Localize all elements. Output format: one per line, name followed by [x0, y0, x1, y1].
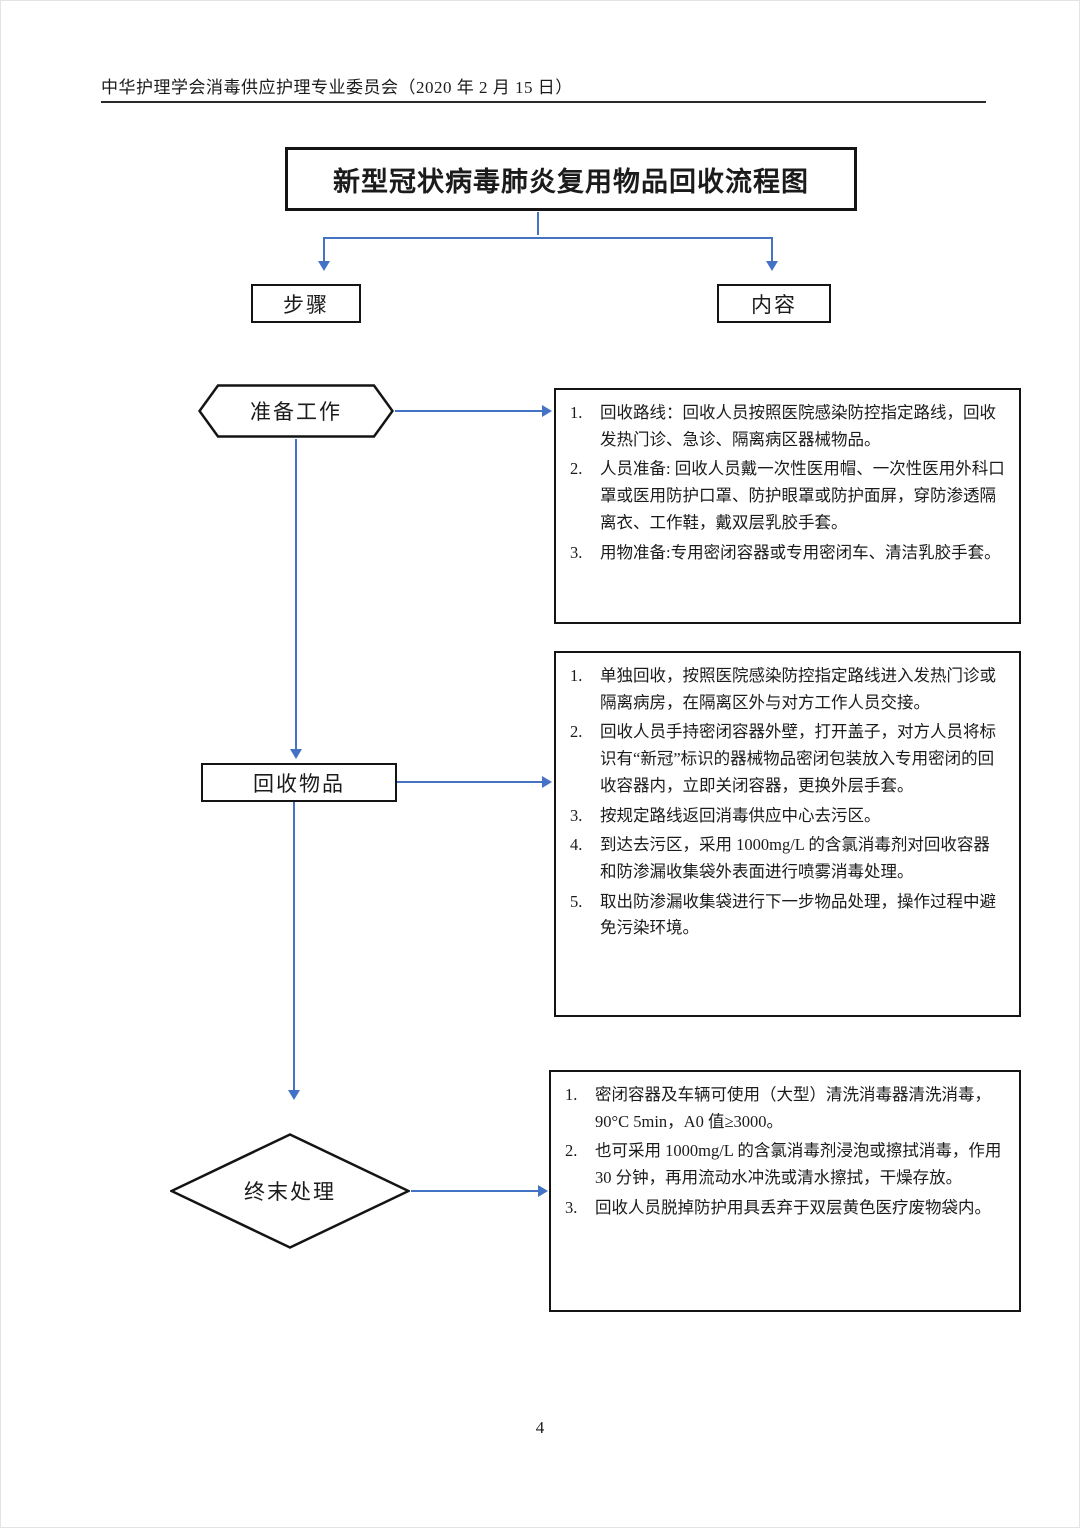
list-item: 也可采用 1000mg/L 的含氯消毒剂浸泡或擦拭消毒，作用 30 分钟，再用流… — [565, 1138, 1002, 1188]
arrow-right-step1-icon — [542, 405, 552, 417]
column-header-steps: 步骤 — [251, 284, 361, 323]
content-box-recycle: 单独回收，按照医院感染防控指定路线进入发热门诊或隔离病房，在隔离区外与对方工作人… — [554, 651, 1021, 1017]
connector-title-stub — [537, 212, 539, 235]
arrow-line-step2 — [397, 781, 543, 783]
flowchart-title-box: 新型冠状病毒肺炎复用物品回收流程图 — [285, 147, 857, 211]
arrow-right-step3-icon — [538, 1185, 548, 1197]
list-item: 回收人员手持密闭容器外壁，打开盖子，对方人员将标识有“新冠”标识的器械物品密闭包… — [570, 719, 996, 795]
arrow-line-step3 — [411, 1190, 539, 1192]
list-item: 人员准备: 回收人员戴一次性医用帽、一次性医用外科口罩或医用防护口罩、防护眼罩或… — [570, 456, 1005, 532]
header-rule — [101, 101, 986, 103]
list-item: 回收人员脱掉防护用具丢弃于双层黄色医疗废物袋内。 — [565, 1195, 991, 1221]
arrow-line-down-2 — [293, 802, 295, 1092]
steps-label: 步骤 — [283, 292, 329, 317]
preparation-item-list: 回收路线：回收人员按照医院感染防控指定路线，回收发热门诊、急诊、隔离病区器械物品… — [566, 400, 1005, 566]
arrow-line-step1 — [395, 410, 543, 412]
arrow-down-to-steps-icon — [318, 261, 330, 271]
document-header: 中华护理学会消毒供应护理专业委员会（2020 年 2 月 15 日） — [101, 78, 573, 97]
connector-horizontal — [323, 237, 773, 239]
step-recycle-label: 回收物品 — [253, 771, 345, 796]
step-recycle-rectangle: 回收物品 — [201, 763, 397, 802]
page-number: 4 — [535, 1418, 545, 1437]
content-box-terminal: 密闭容器及车辆可使用（大型）清洗消毒器清洗消毒，90°C 5min，A0 值≥3… — [549, 1070, 1021, 1312]
recycle-item-list: 单独回收，按照医院感染防控指定路线进入发热门诊或隔离病房，在隔离区外与对方工作人… — [566, 663, 1005, 942]
connector-left-drop — [323, 237, 325, 263]
arrow-down-2-icon — [288, 1090, 300, 1100]
list-item: 到达去污区，采用 1000mg/L 的含氯消毒剂对回收容器和防渗漏收集袋外表面进… — [570, 832, 990, 882]
list-item: 用物准备:专用密闭容器或专用密闭车、清洁乳胶手套。 — [570, 540, 1001, 566]
list-item: 按规定路线返回消毒供应中心去污区。 — [570, 803, 881, 829]
arrow-down-1-icon — [290, 749, 302, 759]
list-item: 密闭容器及车辆可使用（大型）清洗消毒器清洗消毒，90°C 5min，A0 值≥3… — [565, 1082, 991, 1131]
step-preparation-label: 准备工作 — [250, 400, 342, 424]
arrow-down-to-content-icon — [766, 261, 778, 271]
step-preparation-hexagon: 准备工作 — [198, 384, 394, 438]
list-item: 取出防渗漏收集袋进行下一步物品处理，操作过程中避免污染环境。 — [570, 889, 996, 938]
hexagon-shape-icon — [198, 384, 394, 438]
arrow-line-down-1 — [295, 439, 297, 751]
connector-right-drop — [771, 237, 773, 263]
list-item: 回收路线：回收人员按照医院感染防控指定路线，回收发热门诊、急诊、隔离病区器械物品… — [570, 400, 996, 449]
content-label: 内容 — [751, 292, 797, 317]
content-box-preparation: 回收路线：回收人员按照医院感染防控指定路线，回收发热门诊、急诊、隔离病区器械物品… — [554, 388, 1021, 624]
flowchart-title: 新型冠状病毒肺炎复用物品回收流程图 — [333, 166, 809, 197]
list-item: 单独回收，按照医院感染防控指定路线进入发热门诊或隔离病房，在隔离区外与对方工作人… — [570, 663, 996, 712]
column-header-content: 内容 — [717, 284, 831, 323]
step-terminal-diamond: 终末处理 — [170, 1133, 410, 1249]
arrow-right-step2-icon — [542, 776, 552, 788]
terminal-item-list: 密闭容器及车辆可使用（大型）清洗消毒器清洗消毒，90°C 5min，A0 值≥3… — [561, 1082, 1005, 1222]
diamond-shape-icon — [170, 1133, 410, 1249]
step-terminal-label: 终末处理 — [244, 1180, 336, 1204]
